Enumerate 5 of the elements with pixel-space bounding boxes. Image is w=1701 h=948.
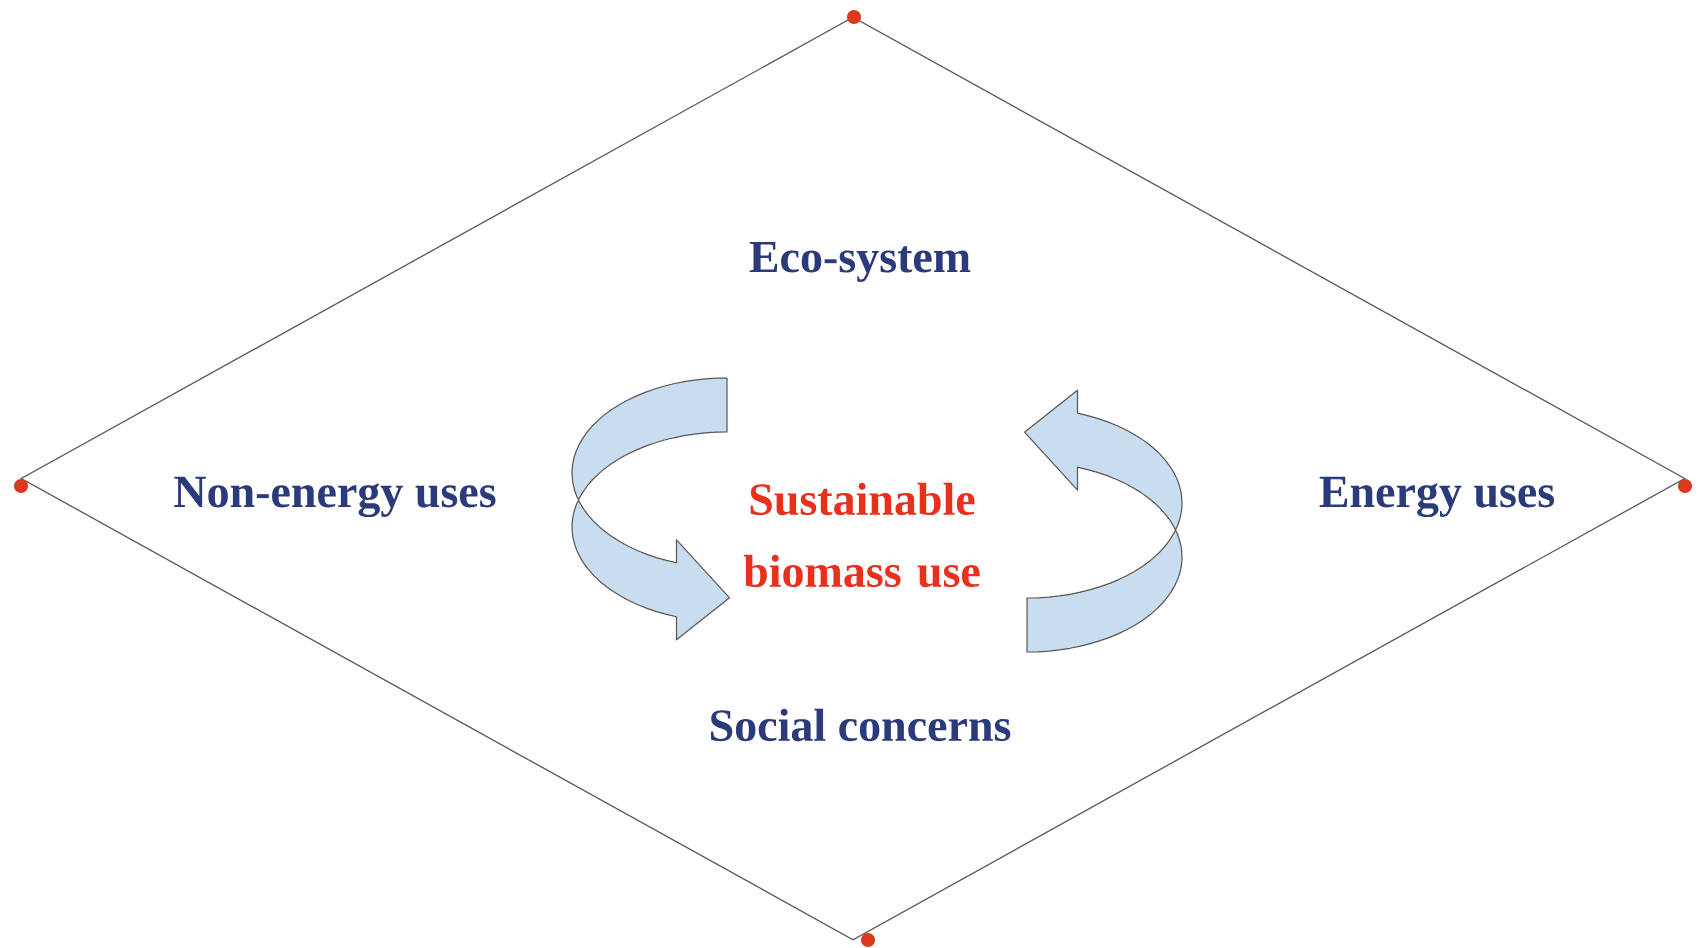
label-text: Non-energy uses (174, 476, 496, 518)
label-text: Social concerns (711, 708, 1011, 742)
label-text: Sustainable biomass use (743, 482, 980, 588)
label-text: Energy uses (1319, 476, 1555, 518)
label-text: Eco-system (749, 241, 971, 282)
